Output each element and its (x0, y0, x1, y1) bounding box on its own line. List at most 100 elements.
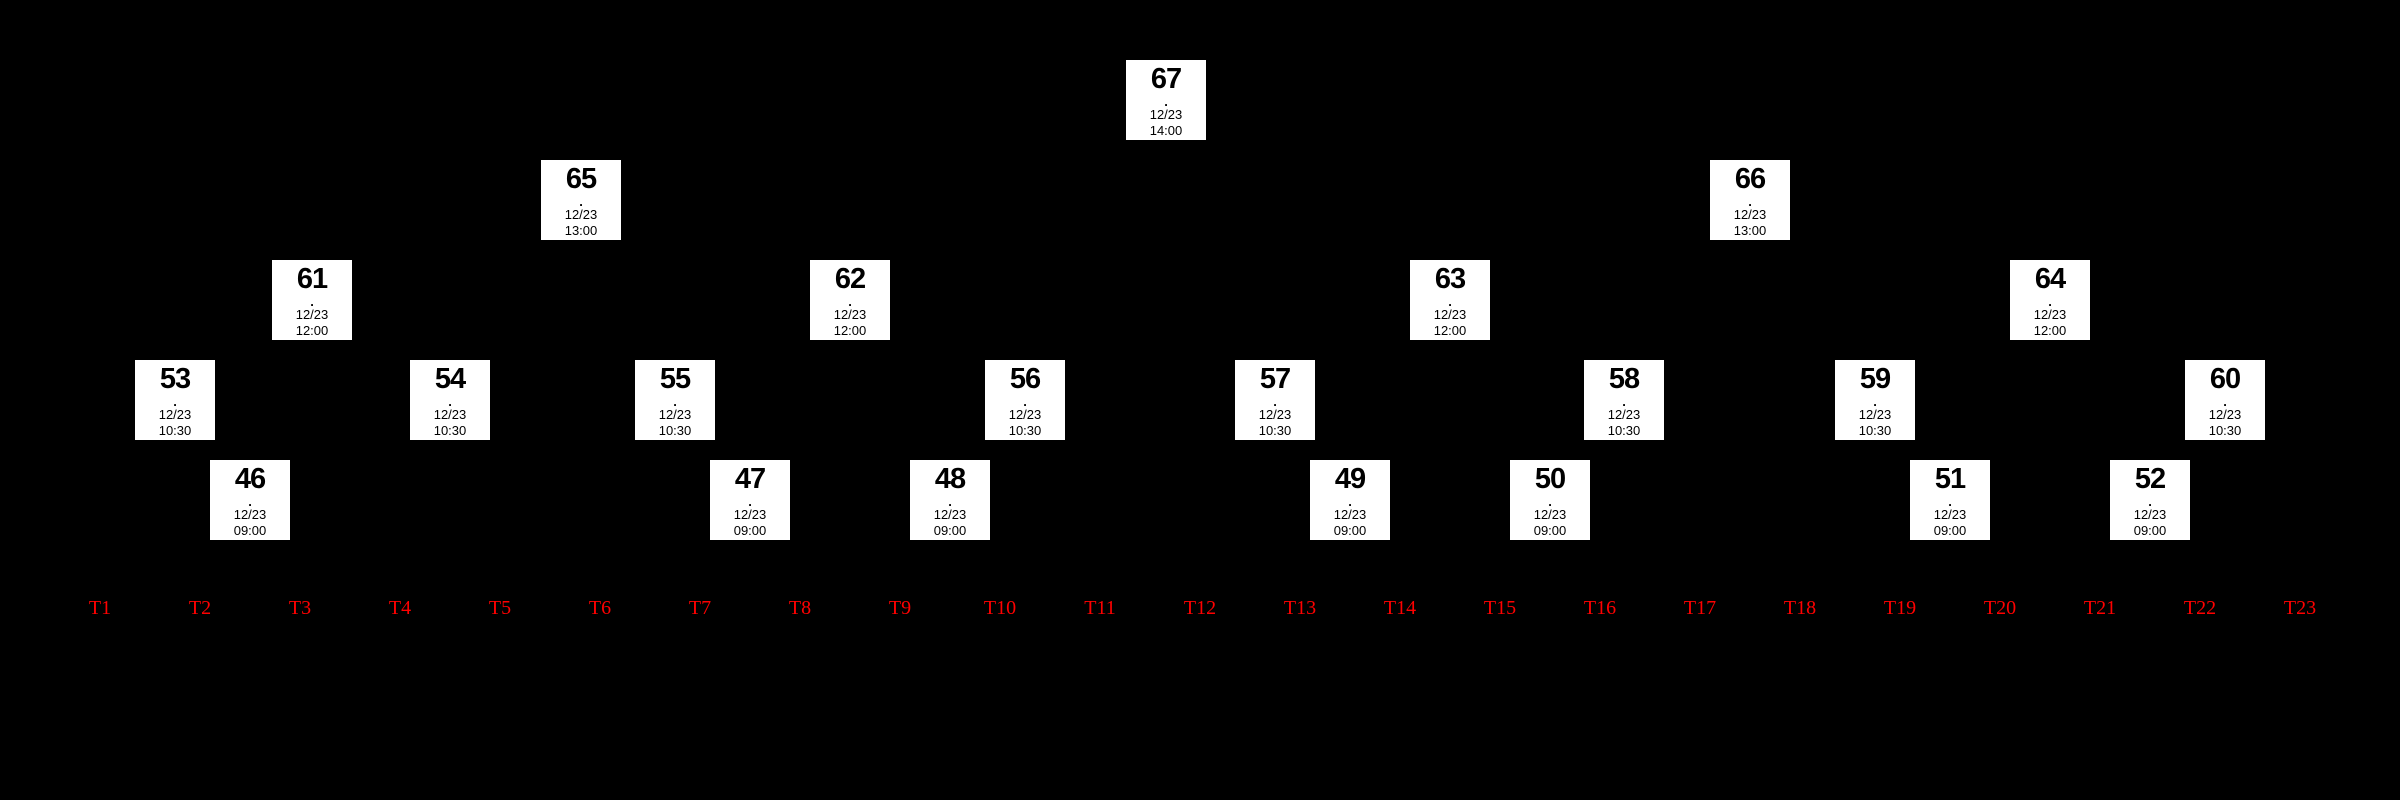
node-id: 66 (1734, 163, 1766, 195)
node-separator-dot: . (1448, 294, 1452, 309)
node-date: 12/23 (2133, 507, 2167, 522)
tree-node-61: 61 . 12/23 12:00 (272, 260, 352, 340)
node-time: 10:30 (1008, 423, 1042, 438)
tree-node-65: 65 . 12/23 13:00 (541, 160, 621, 240)
node-date: 12/23 (158, 407, 192, 422)
node-id: 60 (2209, 363, 2241, 395)
node-id: 62 (834, 263, 866, 295)
tree-node-59: 59 . 12/23 10:30 (1835, 360, 1915, 440)
tree-node-57: 57 . 12/23 10:30 (1235, 360, 1315, 440)
node-date: 12/23 (1607, 407, 1641, 422)
node-date: 12/23 (1858, 407, 1892, 422)
node-date: 12/23 (1149, 107, 1183, 122)
node-separator-dot: . (1023, 394, 1027, 409)
leaf-label-T2: T2 (188, 597, 212, 619)
node-date: 12/23 (1333, 507, 1367, 522)
node-time: 12:00 (2033, 323, 2067, 338)
node-id: 63 (1434, 263, 1466, 295)
node-date: 12/23 (233, 507, 267, 522)
node-id: 47 (734, 463, 766, 495)
node-time: 14:00 (1149, 123, 1183, 138)
node-time: 09:00 (933, 523, 967, 538)
node-id: 67 (1150, 63, 1182, 95)
node-date: 12/23 (933, 507, 967, 522)
leaf-label-T9: T9 (888, 597, 912, 619)
node-id: 61 (296, 263, 328, 295)
leaf-label-T21: T21 (2083, 597, 2117, 619)
node-id: 55 (659, 363, 691, 395)
tree-node-67: 67 . 12/23 14:00 (1126, 60, 1206, 140)
node-date: 12/23 (433, 407, 467, 422)
tree-node-58: 58 . 12/23 10:30 (1584, 360, 1664, 440)
node-time: 10:30 (1607, 423, 1641, 438)
node-id: 57 (1259, 363, 1291, 395)
node-id: 64 (2034, 263, 2066, 295)
tree-node-56: 56 . 12/23 10:30 (985, 360, 1065, 440)
leaf-label-T1: T1 (88, 597, 112, 619)
node-id: 53 (159, 363, 191, 395)
node-time: 09:00 (733, 523, 767, 538)
node-separator-dot: . (1622, 394, 1626, 409)
leaf-label-T23: T23 (2283, 597, 2317, 619)
node-time: 10:30 (658, 423, 692, 438)
node-separator-dot: . (579, 194, 583, 209)
node-date: 12/23 (733, 507, 767, 522)
leaf-label-T14: T14 (1383, 597, 1417, 619)
node-date: 12/23 (2033, 307, 2067, 322)
leaf-label-T5: T5 (488, 597, 512, 619)
leaf-label-T19: T19 (1883, 597, 1917, 619)
tree-node-46: 46 . 12/23 09:00 (210, 460, 290, 540)
tree-node-64: 64 . 12/23 12:00 (2010, 260, 2090, 340)
node-date: 12/23 (295, 307, 329, 322)
node-separator-dot: . (748, 494, 752, 509)
node-time: 12:00 (1433, 323, 1467, 338)
node-date: 12/23 (1258, 407, 1292, 422)
node-date: 12/23 (1933, 507, 1967, 522)
node-time: 09:00 (233, 523, 267, 538)
node-id: 50 (1534, 463, 1566, 495)
node-time: 10:30 (433, 423, 467, 438)
tree-node-52: 52 . 12/23 09:00 (2110, 460, 2190, 540)
tree-node-55: 55 . 12/23 10:30 (635, 360, 715, 440)
tree-node-62: 62 . 12/23 12:00 (810, 260, 890, 340)
node-separator-dot: . (1873, 394, 1877, 409)
leaf-label-T20: T20 (1983, 597, 2017, 619)
tree-node-63: 63 . 12/23 12:00 (1410, 260, 1490, 340)
leaf-label-T7: T7 (688, 597, 712, 619)
node-separator-dot: . (2048, 294, 2052, 309)
leaf-label-T22: T22 (2183, 597, 2217, 619)
leaf-label-T16: T16 (1583, 597, 1617, 619)
leaf-label-T11: T11 (1084, 597, 1116, 619)
tree-node-47: 47 . 12/23 09:00 (710, 460, 790, 540)
node-separator-dot: . (948, 494, 952, 509)
node-id: 51 (1934, 463, 1966, 495)
node-time: 09:00 (1933, 523, 1967, 538)
node-date: 12/23 (1733, 207, 1767, 222)
node-time: 13:00 (1733, 223, 1767, 238)
node-time: 10:30 (1258, 423, 1292, 438)
node-time: 13:00 (564, 223, 598, 238)
node-id: 52 (2134, 463, 2166, 495)
tree-node-53: 53 . 12/23 10:30 (135, 360, 215, 440)
node-time: 12:00 (833, 323, 867, 338)
node-time: 09:00 (2133, 523, 2167, 538)
node-separator-dot: . (2148, 494, 2152, 509)
leaf-label-T3: T3 (288, 597, 312, 619)
node-separator-dot: . (1948, 494, 1952, 509)
node-separator-dot: . (1348, 494, 1352, 509)
tree-node-48: 48 . 12/23 09:00 (910, 460, 990, 540)
tree-node-60: 60 . 12/23 10:30 (2185, 360, 2265, 440)
node-separator-dot: . (448, 394, 452, 409)
tree-node-54: 54 . 12/23 10:30 (410, 360, 490, 440)
node-separator-dot: . (2223, 394, 2227, 409)
leaf-label-T4: T4 (388, 597, 412, 619)
node-id: 46 (234, 463, 266, 495)
node-id: 58 (1608, 363, 1640, 395)
leaf-label-T10: T10 (983, 597, 1017, 619)
node-time: 09:00 (1333, 523, 1367, 538)
node-separator-dot: . (248, 494, 252, 509)
node-separator-dot: . (1273, 394, 1277, 409)
node-separator-dot: . (673, 394, 677, 409)
tree-node-51: 51 . 12/23 09:00 (1910, 460, 1990, 540)
